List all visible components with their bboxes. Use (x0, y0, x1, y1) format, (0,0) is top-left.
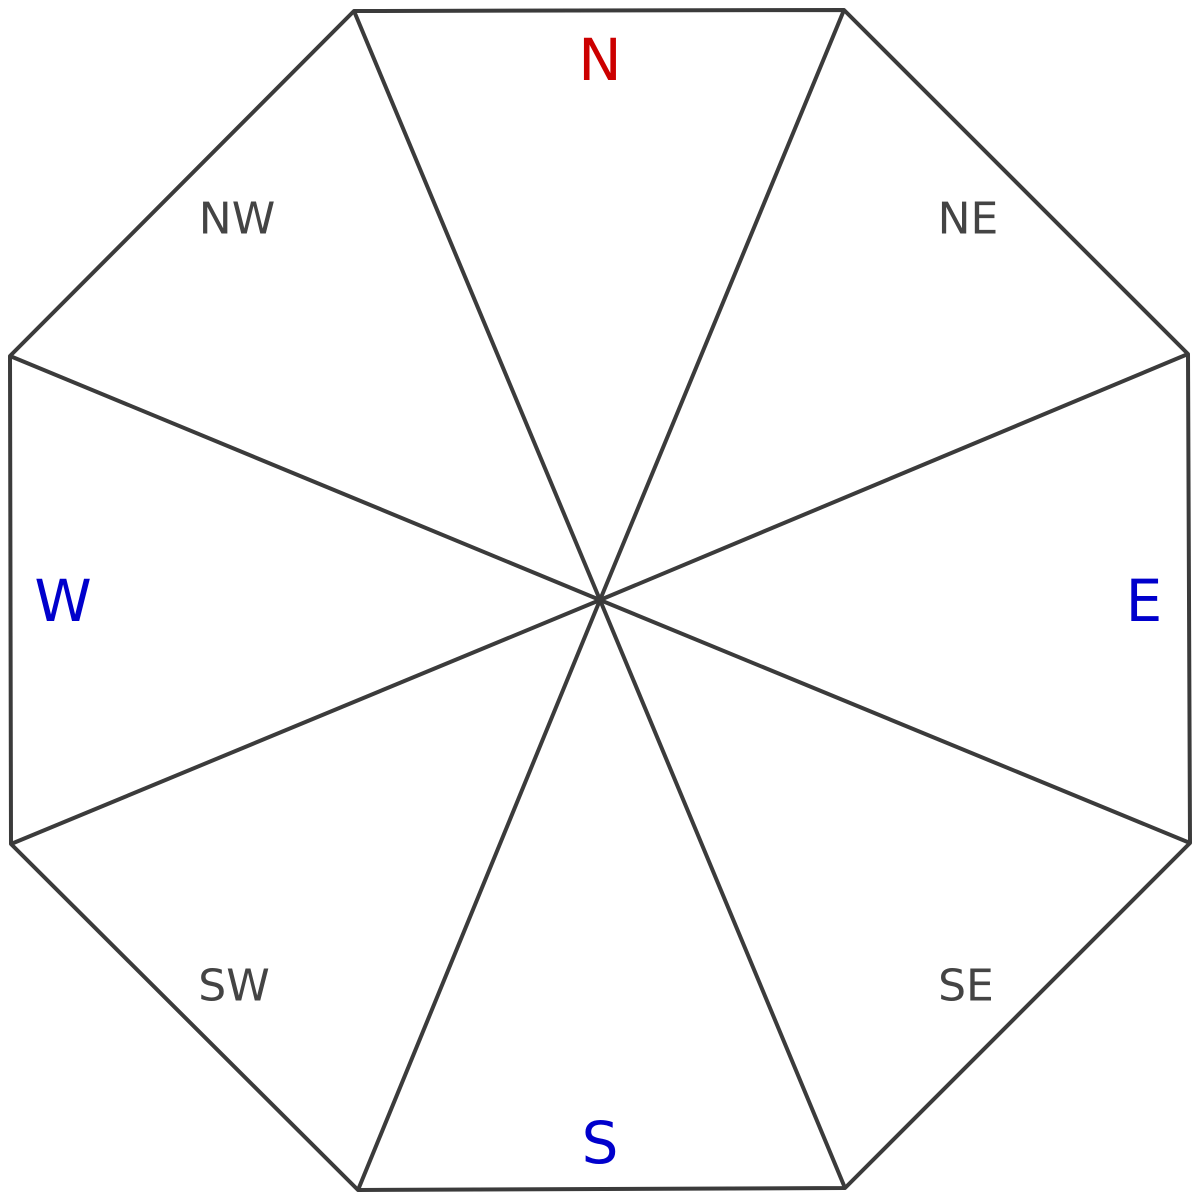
spoke-wnw (9, 354, 601, 602)
label-north: N (578, 26, 621, 94)
spoke-ese (599, 598, 1191, 845)
spoke-ssw (356, 599, 602, 1191)
label-northwest: NW (199, 194, 275, 245)
spoke-sse (598, 599, 847, 1189)
spoke-nnw (352, 10, 602, 601)
label-southeast: SE (938, 961, 994, 1012)
label-southwest: SW (198, 961, 269, 1012)
label-east: E (1126, 567, 1163, 635)
spoke-nne (598, 9, 846, 601)
label-northeast: NE (938, 194, 999, 245)
label-west: W (34, 567, 91, 635)
label-south: S (582, 1109, 619, 1177)
spoke-wsw (10, 598, 601, 846)
spoke-ene (599, 352, 1189, 602)
